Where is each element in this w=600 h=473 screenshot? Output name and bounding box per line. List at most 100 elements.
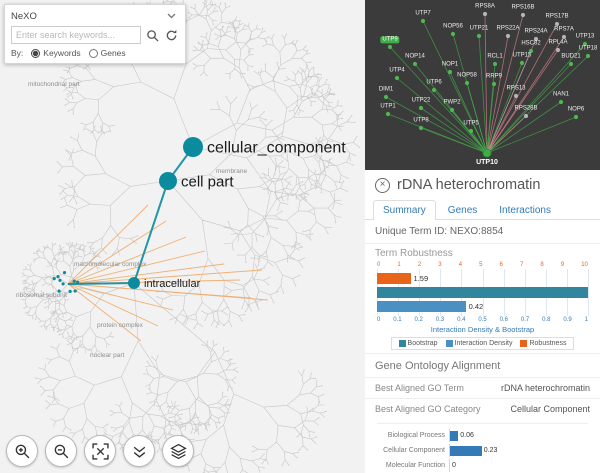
gene-label[interactable]: UTP6 <box>426 79 442 86</box>
gene-label[interactable]: NOP1 <box>441 61 459 68</box>
tree-node[interactable] <box>159 172 177 190</box>
gene-interaction-network-panel[interactable]: UTP7 RPS8A RPS16B RPS17B NOP56 UTP21 RPS22A RPS… <box>365 0 600 170</box>
gene-node[interactable] <box>585 53 591 59</box>
reset-search-icon[interactable] <box>163 27 179 43</box>
gene-label[interactable]: RPS28B <box>514 105 538 112</box>
close-icon[interactable]: × <box>375 177 390 193</box>
gene-label[interactable]: RPS8A <box>475 3 495 10</box>
gene-node[interactable] <box>561 34 567 40</box>
gene-node[interactable] <box>418 125 424 131</box>
gene-node[interactable] <box>492 61 498 67</box>
gene-label[interactable]: NOP6 <box>567 106 585 113</box>
gene-node[interactable] <box>554 21 560 27</box>
gene-label[interactable]: RCL1 <box>487 53 503 60</box>
expand-levels-button[interactable] <box>123 435 155 467</box>
tree-minor-label[interactable]: protein complex <box>97 322 144 329</box>
tab-summary[interactable]: Summary <box>373 200 436 220</box>
gene-label[interactable]: RPS24A <box>524 28 548 35</box>
gene-node[interactable] <box>450 31 456 37</box>
tab-genes[interactable]: Genes <box>447 205 478 216</box>
tree-minor-label[interactable]: macromolecular complex <box>74 261 147 268</box>
gene-label[interactable]: NAN1 <box>552 91 570 98</box>
gene-label[interactable]: NOP14 <box>405 53 425 60</box>
gene-node[interactable] <box>555 47 561 53</box>
tree-minor-label[interactable]: mitochondrial part <box>28 81 80 88</box>
gene-label[interactable]: UTP21 <box>469 25 489 32</box>
gene-label[interactable]: BUD21 <box>561 53 581 60</box>
gene-label[interactable]: UTP1 <box>380 103 396 110</box>
tree-minor-label[interactable]: nuclear part <box>90 352 125 359</box>
gene-label[interactable]: RPS7A <box>554 26 574 33</box>
tree-node-label[interactable]: intracellular <box>144 278 201 290</box>
gene-label[interactable]: RPL4A <box>548 39 568 46</box>
radio-keywords[interactable]: Keywords <box>31 48 81 58</box>
gene-label[interactable]: HSC82 <box>521 40 541 47</box>
gene-node[interactable] <box>573 114 579 120</box>
zoom-in-button[interactable] <box>6 435 38 467</box>
gene-node[interactable] <box>385 111 391 117</box>
search-input[interactable] <box>11 26 141 44</box>
gene-node[interactable] <box>528 48 534 54</box>
gene-node[interactable] <box>568 61 574 67</box>
tree-node[interactable] <box>128 277 140 289</box>
gene-node[interactable] <box>558 99 564 105</box>
gene-node[interactable] <box>431 87 437 93</box>
gene-label[interactable]: UTP18 <box>578 45 598 52</box>
tree-minor-label[interactable]: ribosomal subunit <box>16 292 67 299</box>
gene-label[interactable]: RPS16B <box>511 4 535 11</box>
search-icon[interactable] <box>144 27 160 43</box>
tree-node-label[interactable]: cellular_component <box>207 140 346 157</box>
gene-node[interactable] <box>412 61 418 67</box>
gene-node[interactable] <box>394 75 400 81</box>
gene-node[interactable] <box>482 11 488 17</box>
gene-label[interactable]: DIM1 <box>378 86 394 93</box>
gene-label[interactable]: UTP13 <box>575 33 595 40</box>
hub-gene-node[interactable] <box>482 148 492 158</box>
gene-label[interactable]: NOP58 <box>457 72 477 79</box>
gene-label[interactable]: UTP15 <box>512 52 532 59</box>
gene-node[interactable] <box>449 107 455 113</box>
gene-node[interactable] <box>464 80 470 86</box>
radio-genes[interactable]: Genes <box>88 48 126 58</box>
tab-interactions[interactable]: Interactions <box>499 205 551 216</box>
gene-label[interactable]: PWP2 <box>443 99 461 106</box>
tree-node[interactable] <box>183 137 203 157</box>
gene-label[interactable]: UTP7 <box>415 10 431 17</box>
gene-label[interactable]: UTP9 <box>380 36 400 43</box>
gene-label[interactable]: UTP5 <box>463 120 479 127</box>
tree-node-label[interactable]: cell part <box>181 173 234 190</box>
gene-node[interactable] <box>491 81 497 87</box>
genes-radio[interactable] <box>88 48 98 58</box>
gene-label[interactable]: UTP22 <box>411 97 431 104</box>
gene-node[interactable] <box>447 69 453 75</box>
zoom-out-button[interactable] <box>45 435 77 467</box>
gene-label[interactable]: UTP8 <box>413 117 429 124</box>
gene-node[interactable] <box>582 41 588 47</box>
gene-node[interactable] <box>513 93 519 99</box>
hub-gene-label[interactable]: UTP10 <box>476 159 498 166</box>
gene-node[interactable] <box>519 60 525 66</box>
gene-node[interactable] <box>520 12 526 18</box>
gene-node[interactable] <box>418 105 424 111</box>
gene-label[interactable]: NOP56 <box>443 23 463 30</box>
gene-label[interactable]: UTP4 <box>389 67 405 74</box>
gene-label[interactable]: RRP9 <box>485 73 503 80</box>
gene-label[interactable]: RPS17B <box>545 13 569 20</box>
fit-to-screen-button[interactable] <box>84 435 116 467</box>
gene-node[interactable] <box>533 36 539 42</box>
gene-node[interactable] <box>523 113 529 119</box>
gene-label[interactable]: RPS22A <box>496 25 520 32</box>
gene-node[interactable] <box>420 18 426 24</box>
tree-minor-label[interactable]: membrane <box>216 168 247 175</box>
gene-node[interactable] <box>476 33 482 39</box>
gene-node[interactable] <box>505 33 511 39</box>
gene-label[interactable]: RPS13 <box>506 85 526 92</box>
gene-node[interactable] <box>387 44 393 50</box>
gene-node[interactable] <box>383 94 389 100</box>
bar-row-interaction-density: 0.42 <box>377 300 588 313</box>
layers-button[interactable] <box>162 435 194 467</box>
keywords-radio[interactable] <box>31 48 41 58</box>
gene-node[interactable] <box>468 128 474 134</box>
chevron-down-icon[interactable] <box>163 8 179 24</box>
